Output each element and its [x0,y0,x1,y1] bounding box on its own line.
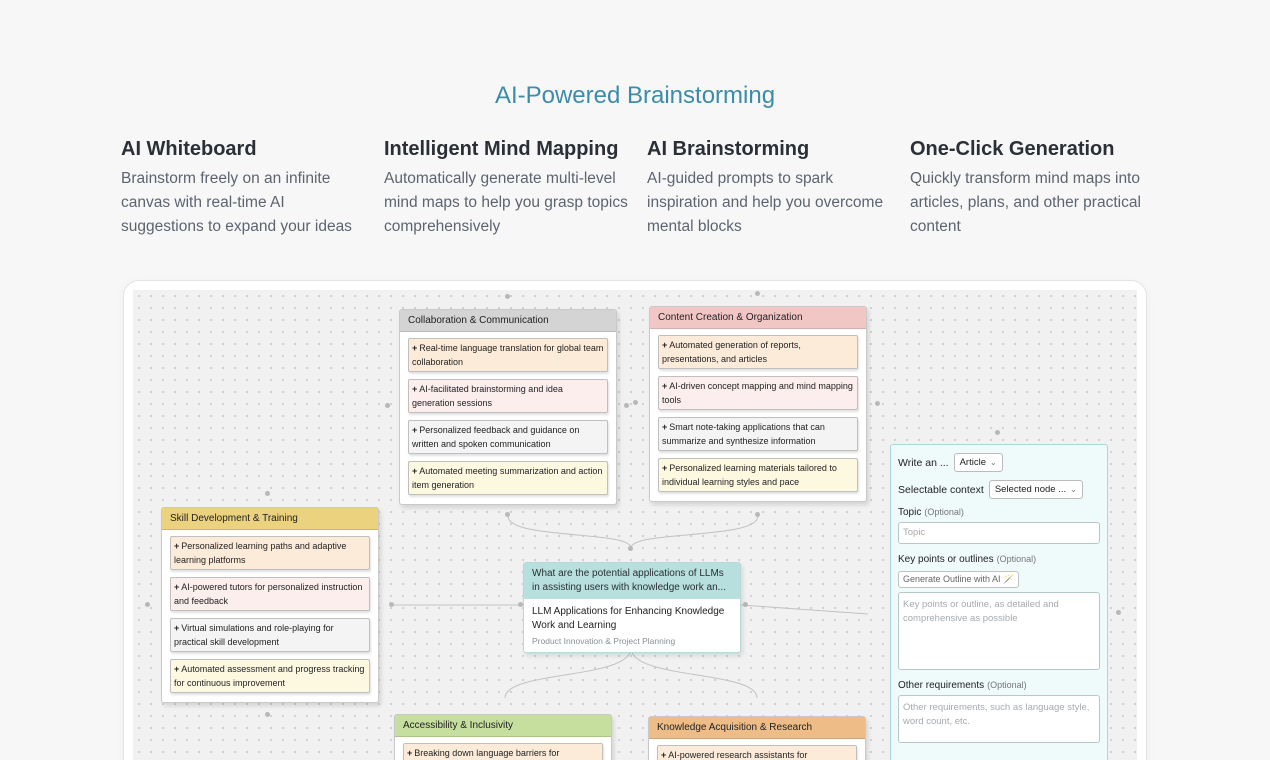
topic-input[interactable]: Topic [898,522,1100,544]
keypoints-label: Key points or outlines(Optional) [898,554,1037,565]
context-select[interactable]: Selected node ...⌄ [988,480,1083,499]
central-subtitle: Product Innovation & Project Planning [532,636,676,646]
feature-one-click-generation: One-Click Generation Quickly transform m… [910,138,1160,239]
connector-dot[interactable] [265,491,270,496]
connector-dot[interactable] [518,602,523,607]
node-item[interactable]: +AI-driven concept mapping and mind mapp… [658,376,858,410]
connector-dot[interactable] [145,602,150,607]
write-type-select[interactable]: Article⌄ [953,453,1003,472]
feature-description: Automatically generate multi-level mind … [384,170,628,235]
node-item[interactable]: +AI-facilitated brainstorming and idea g… [408,379,608,413]
ai-writing-panel: Write an ... Article⌄ Selectable context… [890,444,1108,760]
node-item[interactable]: +Automated generation of reports, presen… [658,335,858,369]
other-requirements-label: Other requirements(Optional) [898,680,1027,691]
node-title: Skill Development & Training [162,508,378,530]
node-collaboration-communication[interactable]: Collaboration & Communication +Real-time… [399,309,617,505]
central-topic-node[interactable]: What are the potential applications of L… [523,562,741,653]
node-title: Knowledge Acquisition & Research [649,717,865,739]
feature-brainstorming: AI Brainstorming AI-guided prompts to sp… [647,138,897,239]
node-item[interactable]: +AI-powered tutors for personalized inst… [170,577,370,611]
node-item[interactable]: +Automated meeting summarization and act… [408,461,608,495]
connector-dot[interactable] [755,291,760,296]
feature-title: AI Whiteboard [121,138,257,160]
connector-dot[interactable] [505,294,510,299]
connector-dot[interactable] [633,400,638,405]
chevron-down-icon: ⌄ [989,458,997,467]
node-knowledge-acquisition-research[interactable]: Knowledge Acquisition & Research +AI-pow… [648,716,866,760]
node-content-creation-organization[interactable]: Content Creation & Organization +Automat… [649,306,867,502]
node-accessibility-inclusivity[interactable]: Accessibility & Inclusivity +Breaking do… [394,714,612,760]
feature-title: One-Click Generation [910,138,1115,160]
node-item[interactable]: +Automated assessment and progress track… [170,659,370,693]
node-item[interactable]: +Personalized learning materials tailore… [658,458,858,492]
node-item[interactable]: +Real-time language translation for glob… [408,338,608,372]
node-title: Content Creation & Organization [650,307,866,329]
node-item[interactable]: +Virtual simulations and role-playing fo… [170,618,370,652]
other-requirements-textarea[interactable]: Other requirements, such as language sty… [898,695,1100,743]
generate-outline-button[interactable]: Generate Outline with AI 🪄 [898,571,1020,588]
chevron-down-icon: ⌄ [1070,485,1077,494]
connector-dot[interactable] [624,403,629,408]
feature-description: Quickly transform mind maps into article… [910,170,1141,235]
connector-dot[interactable] [875,401,880,406]
keypoints-textarea[interactable]: Key points or outline, as detailed and c… [898,592,1100,670]
connector-dot[interactable] [755,512,760,517]
connector-dot[interactable] [628,546,633,551]
feature-mind-mapping: Intelligent Mind Mapping Automatically g… [384,138,634,239]
connector-dot[interactable] [505,512,510,517]
connector-dot[interactable] [1116,610,1121,615]
node-item[interactable]: +Breaking down language barriers for [403,743,603,760]
feature-ai-whiteboard: AI Whiteboard Brainstorm freely on an in… [121,138,371,239]
write-label: Write an ... [898,456,949,469]
topic-label: Topic(Optional) [898,507,964,518]
node-item[interactable]: +AI-powered research assistants for [657,745,857,760]
connector-dot[interactable] [385,403,390,408]
connector-dot[interactable] [265,712,270,717]
context-label: Selectable context [898,483,984,496]
whiteboard-canvas[interactable]: Collaboration & Communication +Real-time… [133,290,1137,760]
node-skill-development-training[interactable]: Skill Development & Training +Personaliz… [161,507,379,703]
connector-dot[interactable] [743,602,748,607]
connector-lines [393,515,869,699]
connector-dot[interactable] [995,430,1000,435]
central-question: What are the potential applications of L… [524,563,740,599]
node-item[interactable]: +Personalized learning paths and adaptiv… [170,536,370,570]
feature-description: Brainstorm freely on an infinite canvas … [121,170,352,235]
connector-dot[interactable] [389,602,394,607]
central-title: LLM Applications for Enhancing Knowledge… [532,606,725,631]
feature-title: AI Brainstorming [647,138,810,160]
section-title: AI-Powered Brainstorming [494,82,776,109]
feature-description: AI-guided prompts to spark inspiration a… [647,170,884,235]
node-title: Accessibility & Inclusivity [395,715,611,737]
node-item[interactable]: +Personalized feedback and guidance on w… [408,420,608,454]
feature-title: Intelligent Mind Mapping [384,138,619,160]
node-title: Collaboration & Communication [400,310,616,332]
magic-wand-icon: 🪄 [1003,574,1015,584]
node-item[interactable]: +Smart note-taking applications that can… [658,417,858,451]
